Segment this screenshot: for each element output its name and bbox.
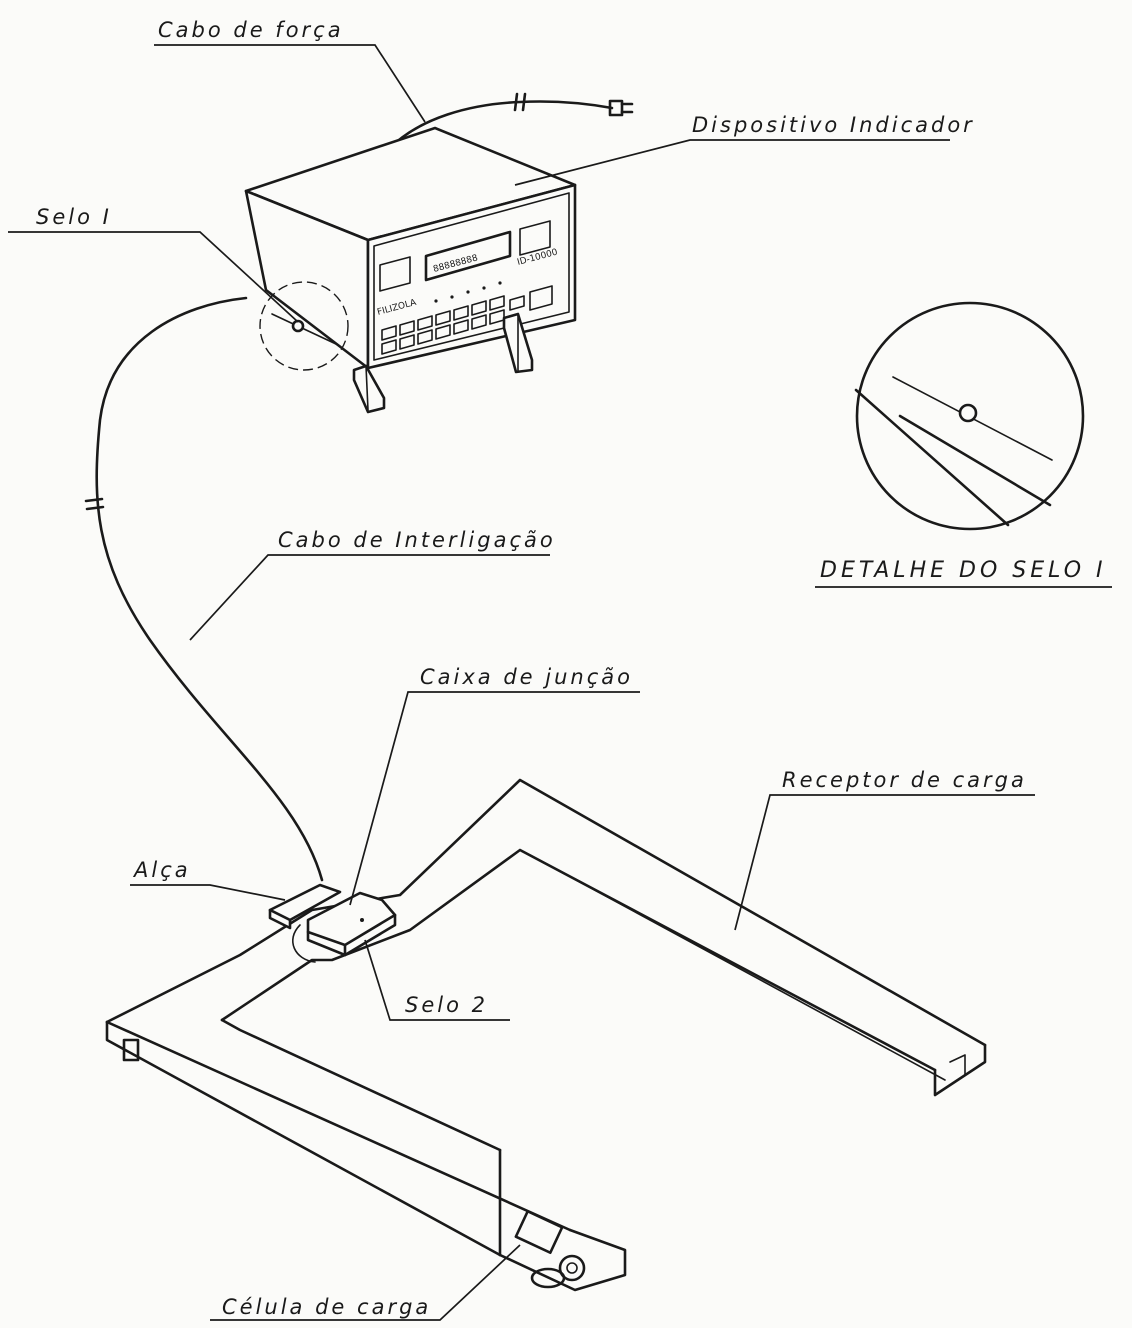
power-cable bbox=[388, 92, 634, 150]
label-leaders bbox=[8, 44, 1112, 1321]
label-seal-detail: DETALHE DO SELO I bbox=[820, 558, 1107, 583]
label-seal2: Selo 2 bbox=[405, 993, 488, 1017]
load-receptor bbox=[105, 778, 987, 1292]
seal1-highlight-circle bbox=[259, 281, 349, 371]
label-seal1: Selo I bbox=[36, 205, 112, 229]
label-interconnect-cable: Cabo de Interligação bbox=[278, 528, 556, 552]
label-load-cell: Célula de carga bbox=[222, 1295, 432, 1319]
interconnect-cable bbox=[84, 296, 324, 882]
indicator-leds bbox=[434, 281, 502, 303]
seal-detail bbox=[854, 301, 1085, 531]
label-load-receptor: Receptor de carga bbox=[782, 768, 1027, 792]
label-handle: Alça bbox=[134, 858, 191, 882]
indicator-keypad bbox=[381, 285, 553, 355]
junction-box-assembly bbox=[268, 883, 397, 963]
label-power-cable: Cabo de força bbox=[158, 18, 344, 42]
indicator-device: 88888888 FILIZOLA ID-10000 bbox=[244, 126, 577, 414]
label-junction-box: Caixa de junção bbox=[420, 665, 633, 689]
label-indicator-device: Dispositivo Indicador bbox=[692, 113, 975, 137]
